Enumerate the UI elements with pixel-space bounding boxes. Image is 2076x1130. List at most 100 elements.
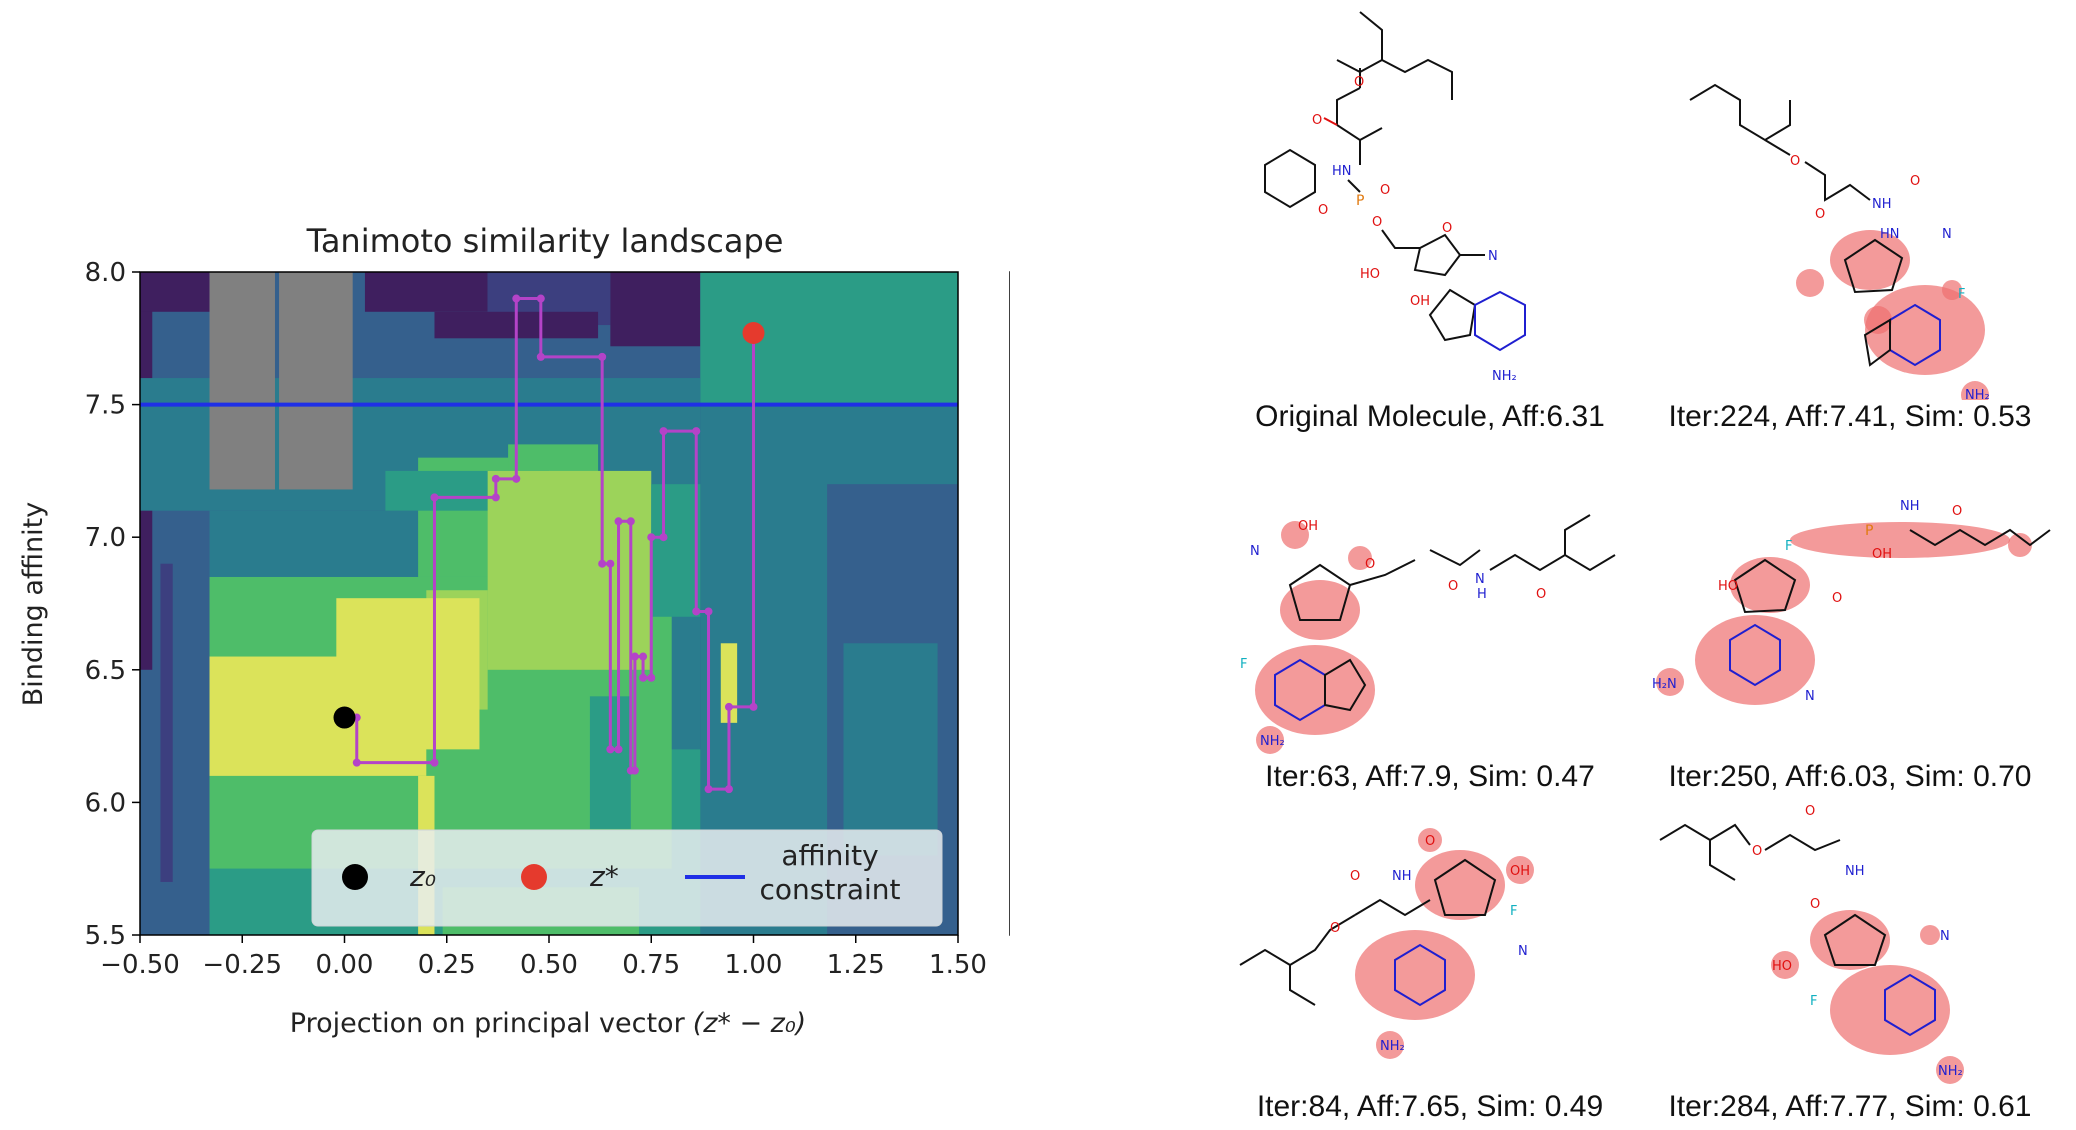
atom-f: F [1810,994,1817,1009]
atom-o: O [1815,207,1825,222]
path-point [512,294,521,303]
atom-o: O [1952,504,1962,519]
y-axis: 5.56.06.57.07.58.0 [85,258,140,951]
legend-box [311,829,943,927]
y-tick-label: 6.5 [85,656,126,686]
z0-marker [333,706,356,729]
atom-p: P [1865,523,1873,539]
path-point [704,785,713,794]
masked-region [209,272,275,490]
molecule-panel-iter84: O O NH O OH F N NH₂ Iter:84, Aff:7.65, S… [1220,800,1640,1124]
atom-n: N [1518,944,1528,959]
path-point [430,758,439,767]
x-tick-label: 0.00 [316,950,374,980]
atom-o: O [1365,557,1375,572]
molecule-structure-iter84: O O NH O OH F N NH₂ [1239,828,1534,1059]
molecule-structure-iter284: O O NH O HO F N NH₂ [1659,804,1964,1084]
molecule-panel-iter250: F HO O P OH NH O N H₂N Iter:250, Aff:6.0… [1640,490,2060,794]
atom-n: N [1488,249,1498,264]
path-point [626,517,635,526]
atom-o: O [1805,804,1815,819]
heatmap-cell [700,272,958,405]
path-point [704,607,713,616]
x-tick-label: 1.25 [827,950,885,980]
y-tick-label: 7.5 [85,391,126,421]
optimization-path [333,294,765,794]
x-axis-label: Projection on principal vector(z* − z₀) [290,1008,806,1039]
molecule-panel-iter224: O O NH O HN N F NH₂ Iter:224, Aff:7.41, … [1640,0,2060,434]
atom-o: O [1810,897,1820,912]
y-tick-label: 6.0 [85,788,126,818]
path-point [430,493,439,502]
atom-n: N [1942,227,1952,242]
y-tick-label: 8.0 [85,258,126,288]
atom-n: N [1805,689,1815,704]
x-tick-label: −0.25 [202,950,282,980]
atom-p: P [1356,193,1364,209]
atom-ho: HO [1718,579,1738,594]
path-point [352,758,361,767]
atom-f: F [1958,287,1965,302]
legend-z0-marker [342,864,368,890]
atom-n: N [1475,572,1485,587]
molecule-caption: Iter:224, Aff:7.41, Sim: 0.53 [1668,400,2032,433]
atom-nh2: NH₂ [1492,369,1517,384]
path-point [647,673,656,682]
atom-nh2: NH₂ [1965,388,1990,400]
atom-nh2: NH₂ [1260,734,1285,749]
legend-z0-label: z₀ [409,860,436,893]
atom-f: F [1240,657,1247,672]
path-point [639,673,648,682]
heatmap-cell [610,272,701,347]
molecule-caption: Iter:84, Aff:7.65, Sim: 0.49 [1256,1090,1604,1123]
molecule-caption: Iter:63, Aff:7.9, Sim: 0.47 [1265,760,1595,793]
atom-f: F [1510,904,1517,919]
atom-nh2: NH₂ [1938,1064,1963,1079]
path-point [491,474,500,483]
molecule-structure-iter63: OH N O O N H O F NH₂ [1240,514,1616,754]
path-point [598,559,607,568]
chart-title: Tanimoto similarity landscape [306,222,784,260]
path-point [491,493,500,502]
atom-n: N [1940,929,1950,944]
atom-nh2: NH₂ [1380,1039,1405,1054]
atom-nh: NH [1845,864,1865,879]
path-point [512,474,521,483]
path-point [614,517,623,526]
heatmap-cell [364,272,488,312]
atom-nh: NH [1900,499,1920,514]
y-tick-label: 7.0 [85,523,126,553]
x-tick-label: 1.00 [725,950,783,980]
atom-o: O [1350,869,1360,884]
atom-o: O [1318,203,1328,218]
atom-o: O [1372,215,1382,230]
path-point [614,745,623,754]
atom-h: H [1477,587,1487,602]
path-point [598,352,607,361]
atom-o: O [1752,844,1762,859]
atom-o: O [1536,587,1546,602]
molecule-panel-original: O O HN P O O O O HO OH N NH₂ Original Mo… [1220,0,1640,434]
atom-o: O [1448,579,1458,594]
path-point [536,352,545,361]
masked-region [279,272,353,490]
legend-zstar-marker [521,864,547,890]
atom-o: O [1354,75,1364,90]
atom-nh: NH [1872,197,1892,212]
heatmap-cell [651,484,701,617]
path-point [659,427,668,436]
x-tick-label: −0.50 [100,950,180,980]
path-point [606,559,615,568]
path-point [659,533,668,542]
atom-h2n: H₂N [1652,677,1677,692]
heatmap-cell [160,563,173,882]
atom-o: O [1330,921,1340,936]
landscape-chart: Tanimoto similarity landscape −0.50 −0.25… [18,222,1010,1039]
molecule-panel-iter63: OH N O O N H O F NH₂ Iter:63, Aff:7.9, S… [1220,490,1640,794]
x-tick-label: 1.50 [929,950,987,980]
y-axis-label: Binding affinity [18,502,49,706]
atom-o: O [1832,591,1842,606]
path-point [630,652,639,661]
heatmap-cell [487,470,652,670]
